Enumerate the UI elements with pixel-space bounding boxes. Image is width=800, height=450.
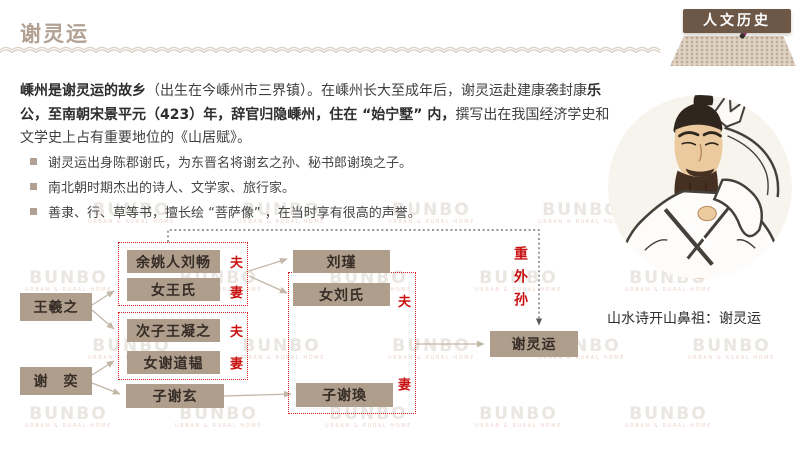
person-box-wangxizhi: 王羲之: [20, 293, 92, 321]
relation-label-husband: 夫: [230, 325, 244, 340]
relation-label-husband: 夫: [398, 295, 412, 310]
bullet-text: 南北朝时期杰出的诗人、文学家、旅行家。: [48, 181, 296, 196]
square-bullet-icon: [30, 158, 37, 165]
bullet-list: 谢灵运出身陈郡谢氏，为东晋名将谢玄之孙、秘书郎谢瑍之子。 南北朝时期杰出的诗人、…: [30, 149, 421, 224]
list-item: 善隶、行、草等书，擅长绘 “菩萨像” ，在当时享有很高的声誉。: [30, 199, 421, 224]
list-item: 谢灵运出身陈郡谢氏，为东晋名将谢玄之孙、秘书郎谢瑍之子。: [30, 149, 421, 174]
couple-group-wangningzhi-xiedaoyun: [118, 312, 248, 380]
square-bullet-icon: [30, 208, 37, 215]
person-box-wangningzhi: 次子王凝之: [127, 319, 220, 342]
couple-group-liuchang-wangshi: [118, 242, 248, 306]
person-box-liujin: 刘瑾: [293, 250, 390, 273]
page-title: 谢灵运: [20, 22, 89, 46]
category-badge: 人文历史: [683, 9, 791, 33]
intro-segment: 乐公，至南朝宋景平元（423）年，辞官归隐嵊州，住在 “始宁墅” 内，: [20, 83, 601, 123]
person-box-liushi: 女刘氏: [293, 283, 390, 306]
portrait-caption: 山水诗开山鼻祖：谢灵运: [607, 311, 761, 327]
person-box-xiedaoyun: 女谢道韫: [127, 351, 220, 374]
list-item: 南北朝时期杰出的诗人、文学家、旅行家。: [30, 174, 421, 199]
xielingyun-portrait: [608, 95, 792, 279]
relation-label-wife: 妻: [230, 357, 244, 372]
relation-label-wife: 妻: [398, 378, 412, 393]
person-box-xieyi: 谢 奕: [20, 367, 92, 395]
person-box-liuchang: 余姚人刘畅: [127, 250, 220, 273]
bullet-text: 善隶、行、草等书，擅长绘 “菩萨像” ，在当时享有很高的声誉。: [48, 206, 421, 221]
relation-label-wife: 妻: [230, 286, 244, 301]
intro-segment: 撰写出在我国经济学史和文学史上占有重要地位的《山居赋》。: [20, 106, 610, 147]
person-box-xiexuan: 子谢玄: [126, 384, 224, 408]
intro-segment: （出生在今嵊州市三界镇）。在嵊州长大至成年后，谢灵运赴建康袭封康: [146, 83, 587, 99]
bamboo-mat-graphic: [670, 36, 796, 66]
person-box-xiehuan: 子谢瑍: [296, 383, 393, 407]
person-box-xielingyun: 谢灵运: [490, 331, 578, 357]
bullet-text: 谢灵运出身陈郡谢氏，为东晋名将谢玄之孙、秘书郎谢瑍之子。: [48, 156, 413, 171]
person-box-wangshi: 女王氏: [127, 278, 220, 301]
wavy-divider: [0, 46, 661, 54]
intro-paragraph: 嵊州是谢灵运的故乡（出生在今嵊州市三界镇）。在嵊州长大至成年后，谢灵运赴建康袭封…: [20, 80, 616, 151]
square-bullet-icon: [30, 183, 37, 190]
relation-label-great-grandson: 重外孙: [512, 246, 528, 315]
relation-label-husband: 夫: [230, 256, 244, 271]
intro-segment: 嵊州是谢灵运的故乡: [20, 83, 146, 99]
